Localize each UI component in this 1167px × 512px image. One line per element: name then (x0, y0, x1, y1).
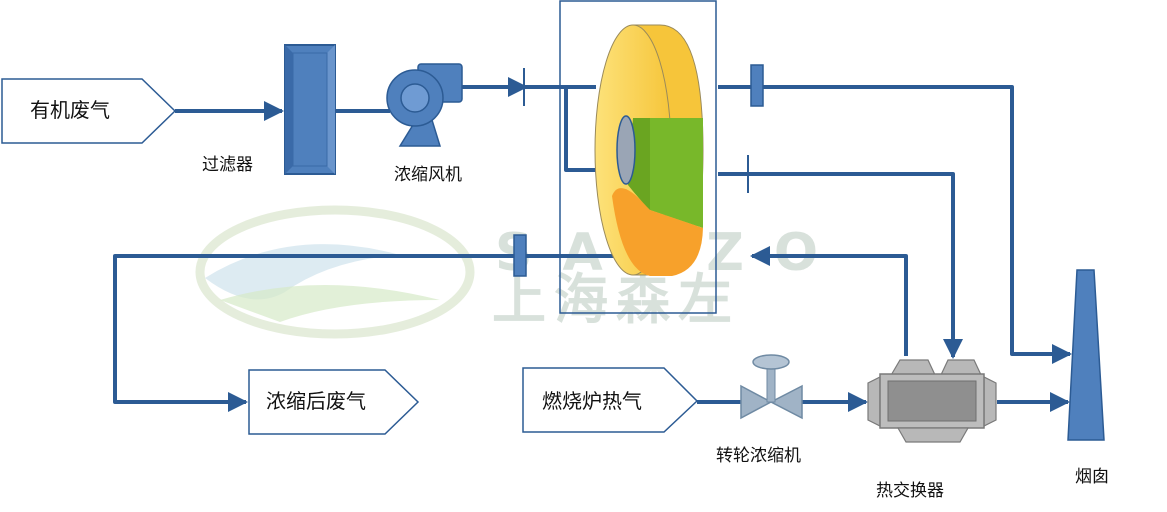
input-burner-hot-gas: 燃烧炉热气 (522, 367, 699, 433)
input-organic-exhaust: 有机废气 (1, 78, 177, 144)
output-concentrated-exhaust: 浓缩后废气 (248, 369, 420, 435)
pipe-clean-air-to-chimney (718, 85, 1072, 364)
rotor-desorption-zone (650, 210, 703, 276)
organic-exhaust-label: 有机废气 (30, 98, 110, 122)
filter-label: 过滤器 (202, 155, 253, 175)
rotor-hub (616, 115, 636, 185)
rotor-concentrator-label: 转轮浓缩机 (716, 446, 801, 466)
concentrated-exhaust-label: 浓缩后废气 (266, 389, 366, 413)
heat-exchanger: 热交换器 (867, 359, 997, 501)
heat-exchanger-label: 热交换器 (876, 481, 944, 501)
valve: 转轮浓缩机 (716, 354, 803, 466)
pipe-rotor-to-exchanger (718, 172, 963, 359)
rotor-concentrator (559, 0, 717, 314)
dampers (513, 64, 764, 277)
damper-concentrated (513, 234, 527, 277)
rotor-housing (559, 0, 717, 314)
concentration-fan: 浓缩风机 (386, 63, 463, 185)
pipe-exchanger-to-rotor (750, 246, 908, 356)
burner-hot-gas-label: 燃烧炉热气 (542, 389, 642, 413)
rotor-desorption-face (612, 188, 650, 276)
damper-outlet (750, 64, 764, 107)
pipe-concentrated-exhaust (113, 254, 630, 412)
filter: 过滤器 (202, 44, 336, 175)
rotor-adsorption-zone (650, 118, 703, 228)
chimney: 烟囱 (1067, 269, 1109, 487)
watermark-chinese: 上海森左 (492, 268, 740, 331)
chimney-label: 烟囱 (1075, 467, 1109, 487)
concentration-fan-label: 浓缩风机 (394, 165, 462, 185)
